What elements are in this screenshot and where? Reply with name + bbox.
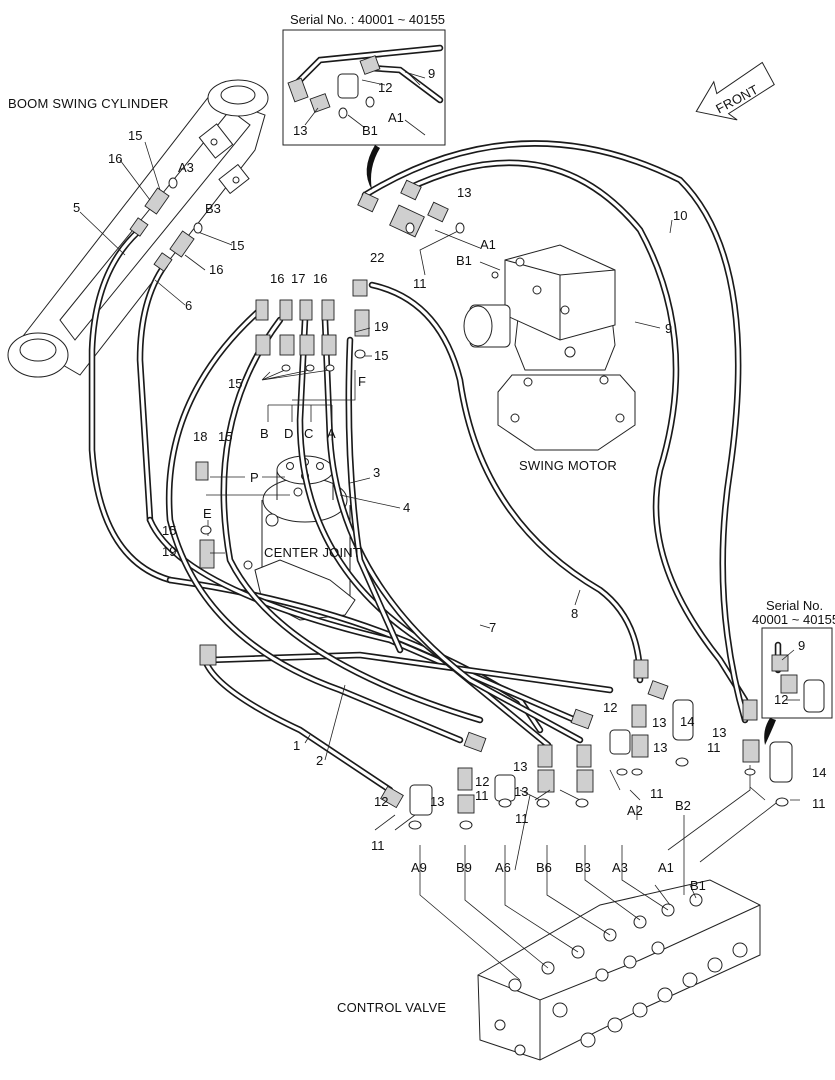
port-a-cj: A <box>327 426 336 441</box>
serial-note-right-line1: Serial No. <box>766 598 823 613</box>
port-b6: B6 <box>536 860 552 875</box>
part-15-b: 15 <box>230 238 244 253</box>
part-15-c: 15 <box>374 348 388 363</box>
port-b3-cyl: B3 <box>205 201 221 216</box>
part-13-v2: 13 <box>653 740 667 755</box>
part-15-a: 15 <box>128 128 142 143</box>
part-12-v2: 12 <box>374 794 388 809</box>
part-12-v1: 12 <box>603 700 617 715</box>
port-b2: B2 <box>675 798 691 813</box>
leader-lines <box>79 71 800 981</box>
labels: BOOM SWING CYLINDER SWING MOTOR CENTER J… <box>8 12 835 1015</box>
inset-frames <box>282 29 833 745</box>
part-12-inset-right: 12 <box>774 692 788 707</box>
port-b1-inset: B1 <box>362 123 378 138</box>
part-13-v1: 13 <box>652 715 666 730</box>
part-10: 10 <box>673 208 687 223</box>
part-2: 2 <box>316 753 323 768</box>
part-13-sm: 13 <box>457 185 471 200</box>
part-9-inset: 9 <box>428 66 435 81</box>
serial-note-top: Serial No. : 40001 ~ 40155 <box>290 12 445 27</box>
part-22: 22 <box>370 250 384 265</box>
label-control-valve: CONTROL VALVE <box>337 1000 446 1015</box>
part-11-sm: 11 <box>413 276 427 291</box>
port-p: P <box>250 470 259 485</box>
part-11-v3: 11 <box>812 796 826 811</box>
port-a1-inset: A1 <box>388 110 404 125</box>
port-a3: A3 <box>612 860 628 875</box>
part-17: 17 <box>291 271 305 286</box>
port-b3: B3 <box>575 860 591 875</box>
part-16-b: 16 <box>209 262 223 277</box>
part-16-a: 16 <box>108 151 122 166</box>
part-11-v4: 11 <box>371 838 385 853</box>
port-a6: A6 <box>495 860 511 875</box>
part-15-d: 15 <box>228 376 242 391</box>
port-c-cj: C <box>304 426 313 441</box>
part-15-e: 15 <box>218 429 232 444</box>
part-11-v1: 11 <box>650 786 664 801</box>
label-center-joint: CENTER JOINT <box>264 545 361 560</box>
serial-note-right-line2: 40001 ~ 40155 <box>752 612 835 627</box>
label-boom-swing-cylinder: BOOM SWING CYLINDER <box>8 96 169 111</box>
control-valve <box>477 879 761 1061</box>
port-a1: A1 <box>658 860 674 875</box>
part-11-v6: 11 <box>515 811 529 826</box>
part-19-a: 19 <box>374 319 388 334</box>
part-9-inset-right: 9 <box>798 638 805 653</box>
front-arrow: FRONT <box>695 61 775 121</box>
label-swing-motor: SWING MOTOR <box>519 458 617 473</box>
port-a1-sm: A1 <box>480 237 496 252</box>
part-6: 6 <box>185 298 192 313</box>
part-13-v5: 13 <box>513 759 527 774</box>
port-a3-cyl: A3 <box>178 160 194 175</box>
part-13-v3: 13 <box>712 725 726 740</box>
fittings <box>129 55 825 816</box>
part-4: 4 <box>403 500 410 515</box>
part-18: 18 <box>193 429 207 444</box>
port-b1-sm: B1 <box>456 253 472 268</box>
part-13-v4: 13 <box>430 794 444 809</box>
part-12-v3: 12 <box>475 774 489 789</box>
part-12-inset: 12 <box>378 80 392 95</box>
part-1: 1 <box>293 738 300 753</box>
part-16-d: 16 <box>313 271 327 286</box>
port-a9: A9 <box>411 860 427 875</box>
part-14-v2: 14 <box>812 765 826 780</box>
port-a2: A2 <box>627 803 643 818</box>
hoses <box>88 44 782 794</box>
part-15-f: 15 <box>162 523 176 538</box>
port-b-cj: B <box>260 426 269 441</box>
part-7: 7 <box>489 620 496 635</box>
part-5: 5 <box>73 200 80 215</box>
swing-motor <box>463 244 636 451</box>
part-11-v2: 11 <box>707 740 721 755</box>
part-19-b: 19 <box>162 544 176 559</box>
part-9: 9 <box>665 321 672 336</box>
port-f: F <box>358 374 366 389</box>
part-14-v1: 14 <box>680 714 694 729</box>
port-b9: B9 <box>456 860 472 875</box>
boom-swing-cylinder <box>7 79 269 378</box>
part-13-v6: 13 <box>514 784 528 799</box>
part-3: 3 <box>373 465 380 480</box>
part-11-v5: 11 <box>475 788 489 803</box>
port-b1: B1 <box>690 878 706 893</box>
part-13-inset: 13 <box>293 123 307 138</box>
part-16-c: 16 <box>270 271 284 286</box>
o-rings <box>168 96 789 830</box>
part-8: 8 <box>571 606 578 621</box>
port-e: E <box>203 506 212 521</box>
port-d-cj: D <box>284 426 293 441</box>
